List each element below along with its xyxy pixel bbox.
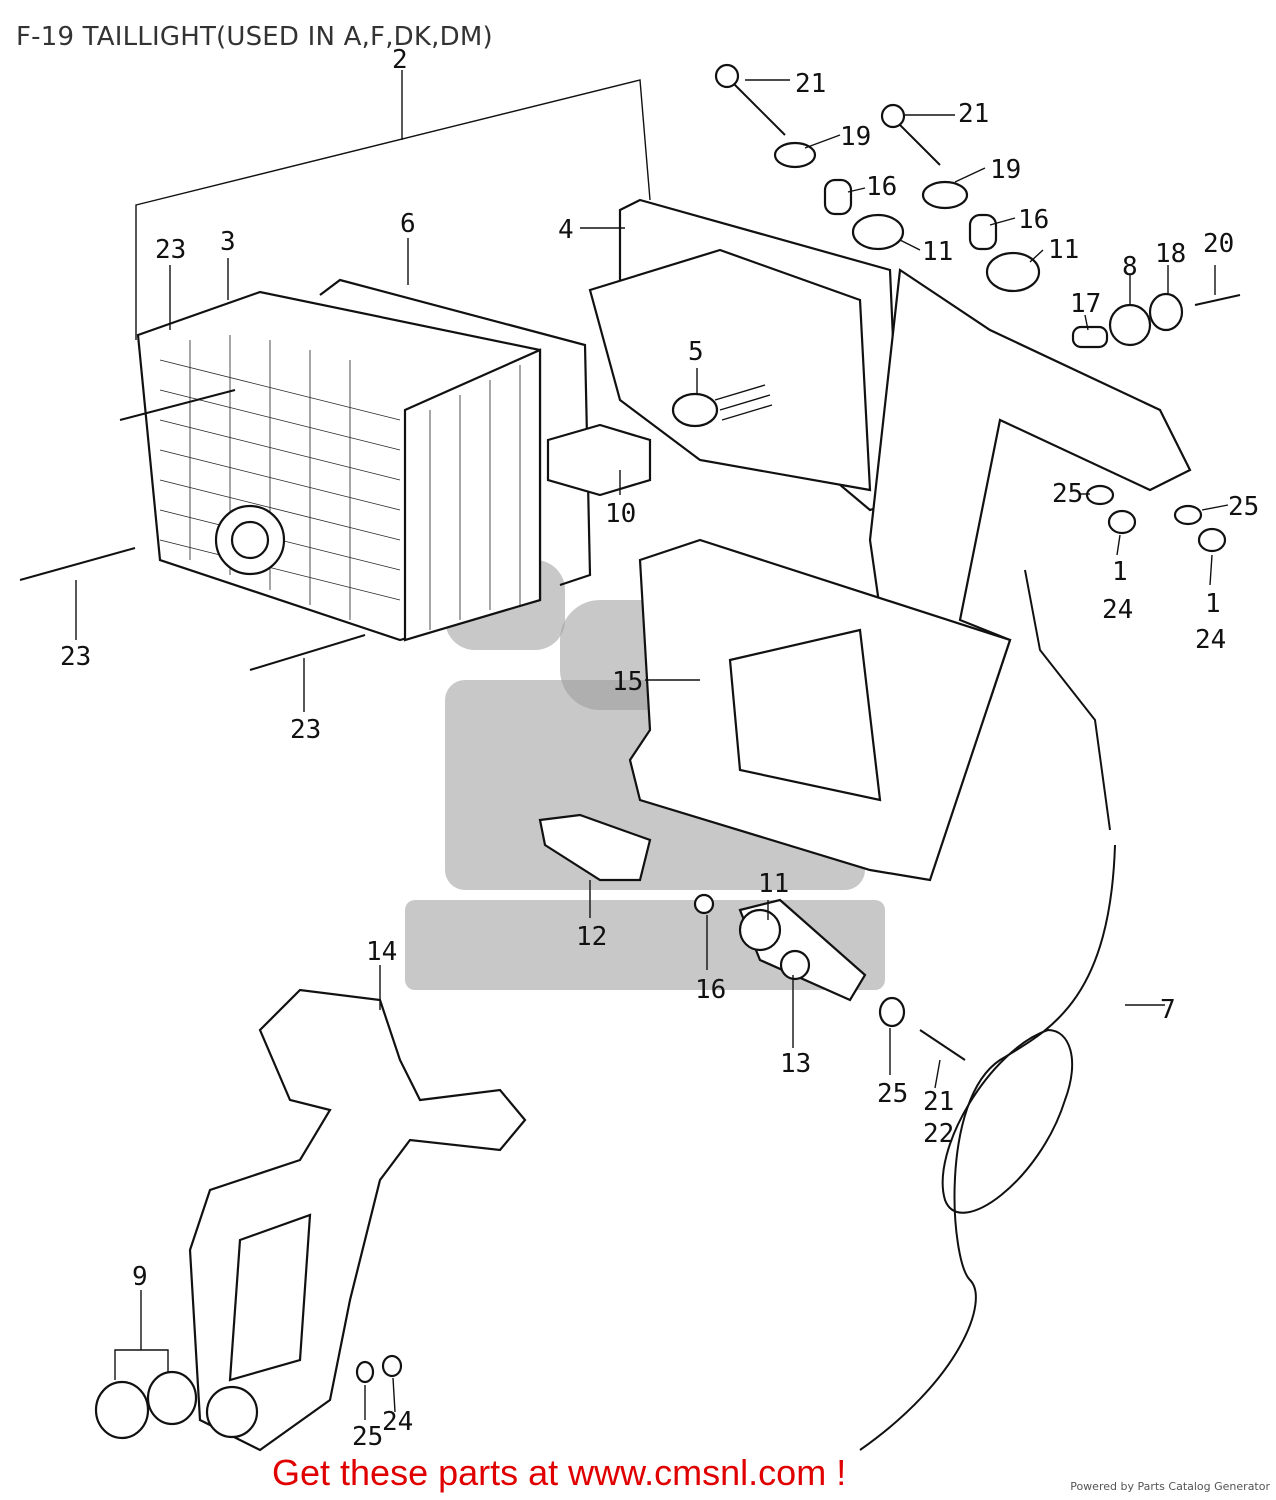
callout-17: 17: [1070, 289, 1101, 319]
callout-24: 24: [1102, 595, 1133, 625]
callout-10: 10: [605, 499, 636, 529]
callout-19: 19: [990, 155, 1021, 185]
callout-11: 11: [922, 237, 953, 267]
callout-18: 18: [1155, 239, 1186, 269]
callout-23: 23: [290, 715, 321, 745]
callout-19: 19: [840, 122, 871, 152]
callout-7: 7: [1160, 995, 1176, 1025]
grommet-ring: [146, 1370, 198, 1426]
callout-3: 3: [220, 227, 236, 257]
wire-harness: [859, 844, 1116, 1451]
lens-gasket: [319, 278, 592, 587]
callout-9: 9: [132, 1262, 148, 1292]
callout-21: 21: [795, 69, 826, 99]
callout-21: 21: [958, 99, 989, 129]
lower-stay: [188, 988, 527, 1452]
callout-25: 25: [877, 1079, 908, 1109]
shop-link[interactable]: Get these parts at www.cmsnl.com !: [272, 1452, 847, 1493]
callout-25: 25: [1228, 492, 1259, 522]
callout-14: 14: [366, 937, 397, 967]
callout-8: 8: [1122, 252, 1138, 282]
callout-11: 11: [758, 869, 789, 899]
callout-6: 6: [400, 209, 416, 239]
callout-labels: 2 21 21 19 19 16 16 11 11 8 18 20 17 23 …: [60, 45, 1259, 1452]
grommet-cap: [94, 1380, 150, 1440]
callout-25: 25: [352, 1422, 383, 1452]
callout-12: 12: [576, 922, 607, 952]
callout-2: 2: [392, 45, 408, 75]
callout-21: 21: [923, 1087, 954, 1117]
taillight-base: [588, 198, 902, 512]
callout-4: 4: [558, 215, 574, 245]
bulb: [546, 423, 652, 497]
callout-16: 16: [695, 975, 726, 1005]
callout-20: 20: [1203, 229, 1234, 259]
generator-credit: Powered by Parts Catalog Generator: [1070, 1480, 1270, 1493]
callout-1: 1: [1205, 589, 1221, 619]
callout-11: 11: [1048, 235, 1079, 265]
page-title: F-19 TAILLIGHT(USED IN A,F,DK,DM): [16, 22, 493, 52]
leader-lines: [75, 79, 1229, 1420]
callout-22: 22: [923, 1119, 954, 1149]
taillight-lens: [136, 290, 542, 642]
callout-5: 5: [688, 337, 704, 367]
callout-23: 23: [155, 235, 186, 265]
callout-23: 23: [60, 642, 91, 672]
callout-16: 16: [866, 172, 897, 202]
callout-16: 16: [1018, 205, 1049, 235]
callout-24: 24: [382, 1407, 413, 1437]
socket-spring: [671, 384, 773, 428]
mount-plate: [538, 813, 652, 882]
callout-13: 13: [780, 1049, 811, 1079]
hardware: [19, 63, 1241, 1384]
callout-24: 24: [1195, 625, 1226, 655]
callout-1: 1: [1112, 557, 1128, 587]
callout-25: 25: [1052, 479, 1083, 509]
callout-15: 15: [612, 667, 643, 697]
